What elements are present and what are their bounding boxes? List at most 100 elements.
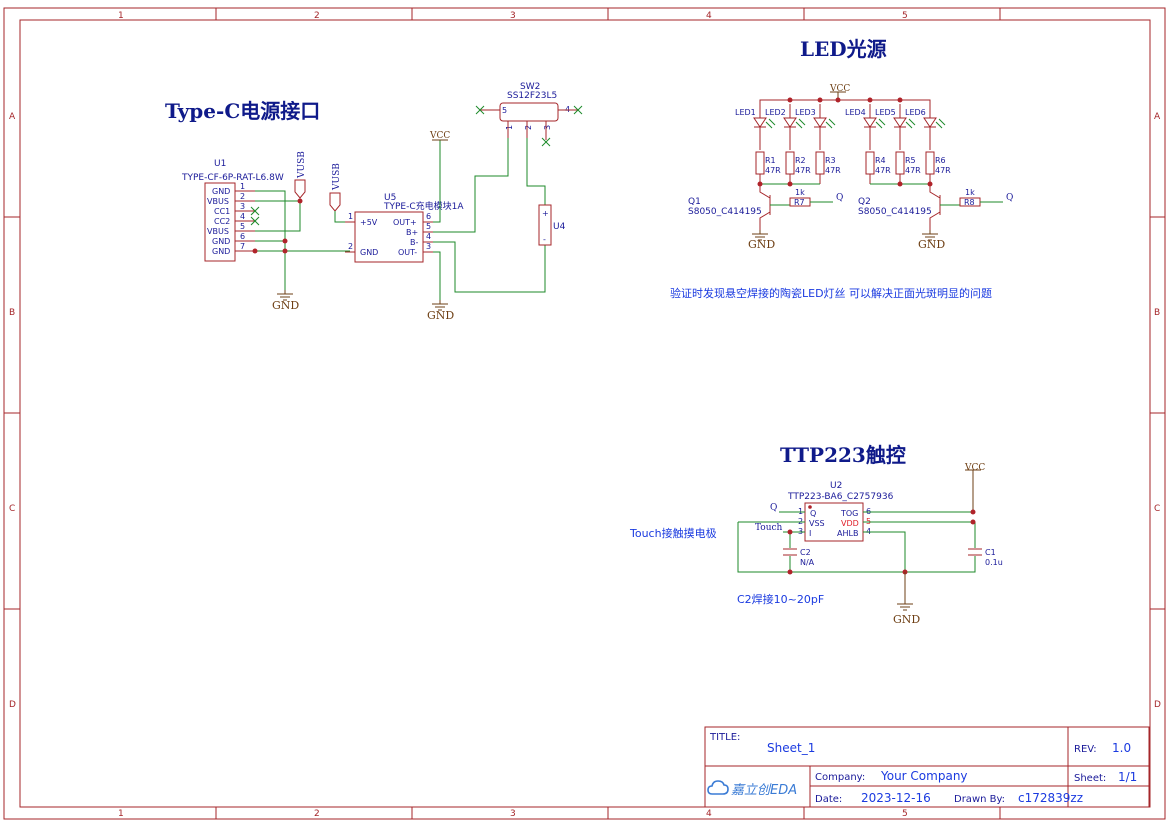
c2-value: N/A [800,558,815,567]
led-resistor [895,151,905,175]
vcc-symbol-u5: VCC [429,131,450,141]
sw2-body [499,102,559,122]
no-connect-sw2-4 [573,105,583,115]
r7-resistor[interactable]: R7 1k Q [789,188,843,207]
touch-note: Touch接触摸电极 [629,526,717,540]
led-resistor [755,151,765,175]
sw2-ref: SW2 [520,82,540,92]
q1-ref: Q1 [688,197,701,207]
ttp-section-title: TTP223触控 [780,443,906,467]
led-resistor [785,151,795,175]
q1-transistor[interactable]: Q1 S8050_C414195 GND [688,184,790,251]
u1-pin-num: 4 [240,212,245,221]
zone-col-2-top: 2 [314,11,320,21]
r7-value: 1k [795,188,805,197]
sw2-pin-num: 2 [524,125,533,130]
u5-ref: U5 [384,193,396,203]
outer-frame [3,7,1166,820]
u5-pin-name: +5V [360,218,378,227]
resistor-value: 47R [875,166,891,175]
no-connect-sw2-3 [541,137,551,147]
u1-connector[interactable]: U1 TYPE-CF-6P-RAT-L6.8W GND VBUS CC1 CC2… [181,159,284,262]
zone-col-5-top: 5 [902,11,908,21]
u4-plus: + [542,209,549,218]
u1-value: TYPE-CF-6P-RAT-L6.8W [181,173,284,183]
gnd-symbol-u5: GND [427,300,454,322]
u2-pin-name: I [809,529,811,538]
resistor-value: 47R [905,166,921,175]
led-ref: LED2 [765,108,786,117]
q-net-label: Q [770,503,777,513]
inner-frame [19,19,1151,808]
resistor-value: 47R [825,166,841,175]
no-connect-cc2 [250,216,260,226]
u1-pin-name: GND [212,247,230,256]
zone-row-a-right: A [1154,112,1161,122]
led-resistor [865,151,875,175]
sw2-switch[interactable]: SW2 SS12F23L5 5 1 2 3 4 [475,82,583,147]
u5-charge-module[interactable]: U5 TYPE-C充电模块1A +5V GND OUT+ B+ B- OUT- … [345,193,464,263]
title-label: TITLE: [709,732,740,743]
u5-pin-name: B- [410,238,418,247]
u1-pin-num: 1 [240,182,245,191]
c1-capacitor[interactable]: C1 0.1u [968,548,1003,567]
u1-pin-name: CC2 [214,217,230,226]
r7-ref: R7 [794,198,805,207]
junction [282,238,288,244]
u5-pin-num: 4 [426,232,431,241]
led-diode [783,104,797,150]
u2-pin-name: AHLB [837,529,858,538]
date-label: Date: [815,794,842,805]
company-label: Company: [815,772,865,783]
resistor-ref: R4 [875,156,886,165]
no-connect-cc1 [250,206,260,216]
zone-col-2-bottom: 2 [314,809,320,819]
c2-capacitor[interactable]: C2 N/A [783,548,815,567]
u5-pin-num: 6 [426,212,431,221]
resistor-ref: R5 [905,156,916,165]
u5-pin-num: 2 [348,242,353,251]
rev-label: REV: [1074,744,1097,755]
light-arrow-icon [795,118,806,129]
u5-pin-num: 3 [426,242,431,251]
r8-resistor[interactable]: R8 1k Q [959,188,1013,207]
gnd-label: GND [748,238,775,251]
zone-row-a-left: A [9,112,16,122]
u2-wiring: Q Touch GND [737,503,976,626]
vcc-symbol-led: VCC [829,84,850,100]
drawn-by-value: c172839zz [1018,791,1083,805]
zone-col-3-bottom: 3 [510,809,516,819]
r8-ref: R8 [964,198,975,207]
vcc-symbol-ttp: VCC [964,463,985,512]
u1-body [204,182,236,262]
q2-value: S8050_C414195 [858,207,932,217]
u5-pin-num: 1 [348,212,353,221]
led-bus-wiring [757,181,933,187]
u2-pin-name: Q [810,509,816,518]
q2-transistor[interactable]: Q2 S8050_C414195 GND [858,184,960,251]
vcc-label: VCC [429,131,450,141]
vcc-label: VCC [829,84,850,94]
u4-battery[interactable]: + - U4 [538,204,566,246]
resistor-ref: R6 [935,156,946,165]
cloud-icon [707,780,729,795]
q1-value: S8050_C414195 [688,207,762,217]
q-net-label: Q [1006,193,1013,203]
eda-logo-text: 嘉立创EDA [731,783,797,798]
light-arrow-icon [875,118,886,129]
gnd-label: GND [918,238,945,251]
vcc-label: VCC [964,463,985,473]
junction [297,198,303,204]
vusb-flag-u1: VUSB [294,151,307,199]
led-diode [863,104,877,150]
c1-value: 0.1u [985,558,1003,567]
led-ref: LED4 [845,108,866,117]
u2-pin-name: VDD [841,519,859,528]
q2-ref: Q2 [858,197,871,207]
